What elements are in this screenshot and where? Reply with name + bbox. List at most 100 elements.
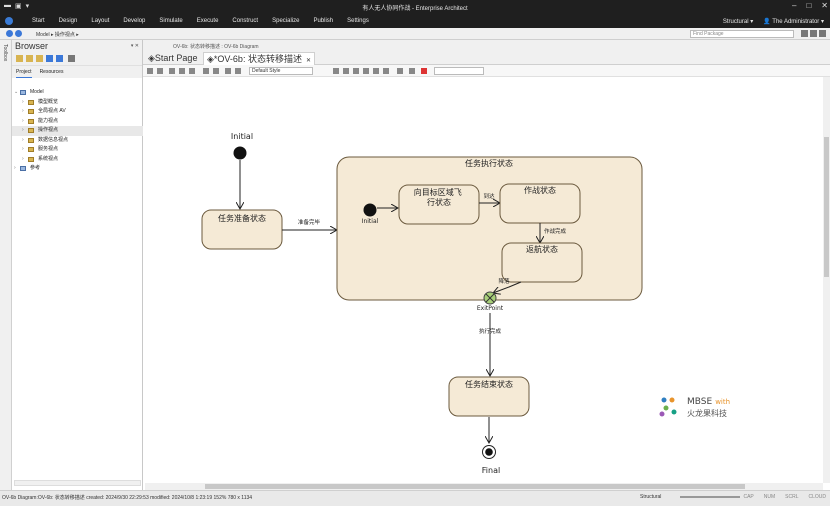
browser-hscroll[interactable] [14, 480, 141, 486]
minimize-icon[interactable]: – [792, 1, 797, 10]
end-state[interactable] [448, 376, 530, 417]
menu-item-layout[interactable]: Layout [91, 18, 110, 24]
toolbar-icon[interactable] [203, 68, 209, 74]
tree-item[interactable]: ›系统视点 [12, 155, 143, 165]
close-icon[interactable]: ✕ [821, 1, 828, 10]
layout-icon[interactable] [409, 68, 415, 74]
canvas-vscroll[interactable] [823, 77, 830, 483]
toolbar-icon[interactable] [169, 68, 175, 74]
back-icon[interactable] [6, 30, 13, 37]
tree-item[interactable]: ›数据信息视点 [12, 136, 143, 146]
move-up-icon[interactable] [46, 55, 53, 62]
expand-icon[interactable]: › [22, 98, 24, 105]
status-flags: CAP NUM SCRL CLOUD [743, 494, 826, 500]
toolbar-icon[interactable] [235, 68, 241, 74]
diagram-canvas[interactable]: Initial 任务准备状态 准备完毕 任务执行状态 Initial 向目标区域… [143, 77, 823, 483]
align-icon[interactable] [373, 68, 379, 74]
toolbar-icon[interactable] [147, 68, 153, 74]
ea-logo-icon[interactable] [5, 17, 13, 25]
tree-item[interactable]: ›能力视点 [12, 117, 143, 127]
tab-ov6b-diagram[interactable]: ◈*OV-6b: 状态转移描述✕ [203, 52, 315, 65]
vscroll-thumb[interactable] [824, 137, 829, 277]
align-icon[interactable] [333, 68, 339, 74]
tree-item-label: 模型概览 [38, 98, 59, 105]
tree-item[interactable]: › 全局视点 AV [12, 107, 143, 117]
new-element-icon[interactable] [36, 55, 43, 62]
save-icon[interactable]: ▣ [15, 3, 22, 10]
new-package-icon[interactable] [16, 55, 23, 62]
expand-icon[interactable]: › [22, 117, 24, 124]
tree-item-label: 全局视点 AV [38, 108, 66, 114]
nav-path[interactable]: Model ▸ 操作视点 ▸ [36, 32, 79, 38]
align-icon[interactable] [343, 68, 349, 74]
menu-item-settings[interactable]: Settings [347, 18, 369, 24]
user-menu[interactable]: 👤 The Administrator ▾ [763, 19, 824, 25]
tree-item-reference[interactable]: ›参考 [12, 164, 143, 174]
collapse-icon[interactable]: ⌄ [14, 89, 19, 95]
toolbar-icon[interactable] [157, 68, 163, 74]
return-transition[interactable] [493, 281, 522, 293]
expand-icon[interactable]: › [22, 146, 24, 152]
style-select[interactable]: Default Style [249, 67, 313, 75]
move-down-icon[interactable] [56, 55, 63, 62]
toolbar-icon[interactable] [189, 68, 195, 74]
find-package-input[interactable]: Find Package [690, 30, 794, 38]
filter-icon[interactable] [68, 55, 75, 62]
tab-start-page[interactable]: ◈Start Page [148, 53, 198, 63]
align-icon[interactable] [353, 68, 359, 74]
prep-transition-label: 准备完毕 [298, 218, 321, 226]
tree-item[interactable]: ›操作视点 [12, 126, 143, 136]
composite-state-label: 任务执行状态 [465, 158, 513, 168]
expand-icon[interactable]: › [22, 108, 24, 114]
breadcrumb-text[interactable]: OV-6b: 状态转移描述 : OV-6b Diagram [173, 44, 259, 50]
diagram-search-input[interactable] [434, 67, 484, 75]
toolbar-icon[interactable] [225, 68, 231, 74]
tree-item[interactable]: › 模型概览 [12, 98, 143, 108]
inner-initial-node[interactable] [363, 203, 377, 217]
tab-resources[interactable]: Resources [39, 69, 64, 75]
approach-state[interactable] [398, 184, 480, 225]
expand-icon[interactable]: › [22, 155, 24, 162]
nav-tool-icon[interactable] [819, 30, 826, 37]
tree-root[interactable]: ⌄ Model [14, 89, 44, 95]
toolbox-strip[interactable]: Toolbox [0, 40, 12, 490]
zoom-icon[interactable] [397, 68, 403, 74]
close-tab-icon[interactable]: ✕ [305, 58, 311, 64]
composite-state[interactable] [336, 156, 643, 301]
menu-item-design[interactable]: Design [58, 18, 78, 24]
delete-icon[interactable] [421, 68, 427, 74]
nav-tool-icon[interactable] [801, 30, 808, 37]
zoom-slider[interactable] [680, 496, 740, 498]
expand-icon[interactable]: › [22, 136, 24, 143]
return-state[interactable] [501, 242, 583, 283]
model-icon [20, 90, 26, 95]
quick-access-dropdown-icon[interactable]: ▾ [25, 3, 30, 10]
align-icon[interactable] [363, 68, 369, 74]
toolbar-icon[interactable] [179, 68, 185, 74]
align-icon[interactable] [383, 68, 389, 74]
status-perspective[interactable]: Structural [640, 494, 662, 500]
tab-project[interactable]: Project [16, 69, 32, 78]
new-diagram-icon[interactable] [26, 55, 33, 62]
hscroll-thumb[interactable] [205, 484, 745, 489]
perspective-selector[interactable]: Structural ▾ [722, 19, 754, 25]
app-menu-icon[interactable]: ▬ [4, 2, 11, 9]
menu-item-construct[interactable]: Construct [232, 18, 259, 24]
initial-node[interactable] [233, 146, 247, 160]
package-icon [28, 137, 34, 143]
maximize-icon[interactable]: □ [806, 1, 812, 10]
nav-tool-icon[interactable] [810, 30, 817, 37]
tree-item[interactable]: ›服务视点 [12, 145, 143, 155]
menu-item-specialize[interactable]: Specialize [272, 18, 300, 24]
toolbar-icon[interactable] [213, 68, 219, 74]
canvas-hscroll[interactable] [145, 483, 823, 490]
menu-item-publish[interactable]: Publish [313, 18, 334, 24]
forward-icon[interactable] [15, 30, 22, 37]
expand-icon[interactable]: › [14, 165, 16, 171]
menu-item-develop[interactable]: Develop [123, 18, 146, 24]
panel-pin-icon[interactable]: ▾ ✕ [130, 43, 139, 49]
expand-icon[interactable]: › [22, 127, 24, 133]
menu-item-start[interactable]: Start [32, 18, 45, 24]
menu-item-simulate[interactable]: Simulate [159, 18, 183, 24]
menu-item-execute[interactable]: Execute [196, 18, 219, 24]
